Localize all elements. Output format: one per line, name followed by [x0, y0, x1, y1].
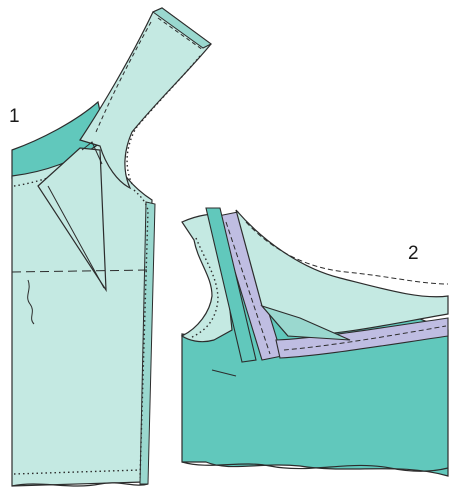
- step-label-2: 2: [408, 244, 419, 263]
- panel-1: [12, 8, 211, 486]
- step-label-1: 1: [9, 107, 20, 126]
